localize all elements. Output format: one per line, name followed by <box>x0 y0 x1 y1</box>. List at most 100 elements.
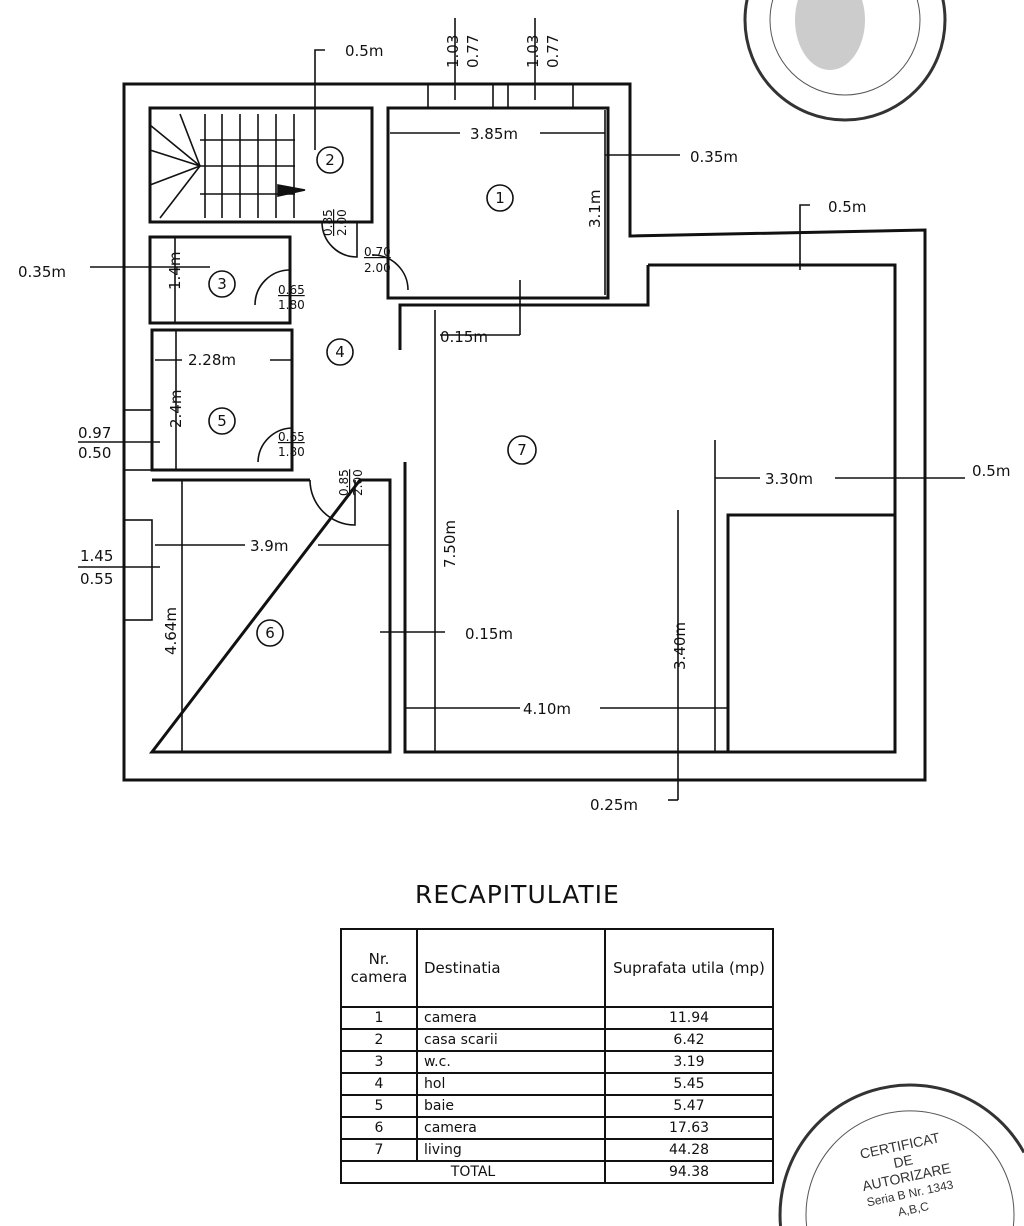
total-value: 94.38 <box>604 1160 774 1184</box>
dim-label: 0.65 <box>278 283 305 297</box>
room-number: 3 <box>217 275 227 293</box>
dim-label: 4.64m <box>162 607 180 655</box>
doors <box>254 221 409 526</box>
cell-dest: w.c. <box>416 1050 606 1074</box>
room5-walls <box>150 328 294 472</box>
cell-dest: casa scarii <box>416 1028 606 1052</box>
room-number: 2 <box>325 151 335 169</box>
room7-inner-wall <box>403 263 897 754</box>
cell-dest: baie <box>416 1094 606 1118</box>
room6-walls <box>148 478 392 754</box>
bottom-stamp: CERTIFICAT DE AUTORIZARE Seria B Nr. 134… <box>778 1083 1024 1226</box>
dim-label: 0.50 <box>78 444 111 462</box>
dimension-labels: 0.5m 1.03 0.77 1.03 0.77 3.85m 0.35m 3.1… <box>18 35 1010 814</box>
room-number: 4 <box>335 343 345 361</box>
cell-dest: camera <box>416 1006 606 1030</box>
dim-label: 0.35m <box>18 263 66 281</box>
cell-area: 17.63 <box>604 1116 774 1140</box>
cell-area: 5.47 <box>604 1094 774 1118</box>
outer-wall <box>122 82 927 782</box>
room-markers: 1 2 3 4 5 6 7 <box>208 146 537 647</box>
dim-label: 1.03 <box>444 35 462 68</box>
dim-label: 2.4m <box>167 390 185 428</box>
dim-label: 0.25m <box>590 796 638 814</box>
dim-label: 1.80 <box>278 298 305 312</box>
dim-label: 0.77 <box>544 35 562 68</box>
cell-area: 11.94 <box>604 1006 774 1030</box>
stamp-text: DE <box>892 1151 914 1171</box>
dim-label: 0.70 <box>364 245 391 259</box>
dim-label: 1.80 <box>278 445 305 459</box>
dim-label: 0.85 <box>321 209 335 236</box>
dim-label: 0.65 <box>278 430 305 444</box>
dim-label: 0.5m <box>972 462 1010 480</box>
room7-partition <box>398 265 650 350</box>
dim-label: 3.9m <box>250 537 288 555</box>
dim-label: 1.4m <box>166 252 184 290</box>
dim-label: 2.00 <box>351 469 365 496</box>
dim-label: 0.77 <box>464 35 482 68</box>
dim-label: 1.03 <box>524 35 542 68</box>
room2-walls <box>148 106 374 224</box>
dim-label: 2.28m <box>188 351 236 369</box>
dim-label: 0.15m <box>465 625 513 643</box>
cell-nr: 5 <box>340 1094 418 1118</box>
room-number: 7 <box>517 441 527 459</box>
room-number: 6 <box>265 624 275 642</box>
cell-dest: living <box>416 1138 606 1162</box>
cell-nr: 4 <box>340 1072 418 1096</box>
cell-nr: 1 <box>340 1006 418 1030</box>
dim-label: 0.97 <box>78 424 111 442</box>
cell-nr: 3 <box>340 1050 418 1074</box>
dim-label: 3.40m <box>671 622 689 670</box>
cell-area: 6.42 <box>604 1028 774 1052</box>
cell-area: 3.19 <box>604 1050 774 1074</box>
table-total-row: TOTAL 94.38 <box>340 1160 774 1184</box>
dim-label: 1.45 <box>80 547 113 565</box>
dim-label: 2.00 <box>364 261 391 275</box>
header-dest: Destinatia <box>416 928 606 1008</box>
dim-label: 7.50m <box>441 520 459 568</box>
dim-label: 3.1m <box>586 190 604 228</box>
cell-dest: hol <box>416 1072 606 1096</box>
dim-label: 2.00 <box>335 209 349 236</box>
dim-label: 3.30m <box>765 470 813 488</box>
stair-arrow-icon <box>277 184 306 197</box>
top-stamp <box>743 0 947 122</box>
room-number: 1 <box>495 189 505 207</box>
windows <box>123 83 574 621</box>
dim-label: 0.85 <box>337 469 351 496</box>
cell-area: 44.28 <box>604 1138 774 1162</box>
dim-label: 0.5m <box>345 42 383 60</box>
header-nr: Nr. camera <box>340 928 418 1008</box>
table-header: Nr. camera Destinatia Suprafata utila (m… <box>340 928 774 1008</box>
dimension-lines <box>78 18 965 801</box>
room1-walls <box>386 106 610 300</box>
cell-nr: 2 <box>340 1028 418 1052</box>
cell-area: 5.45 <box>604 1072 774 1096</box>
stamp-text: A,B,C <box>897 1199 931 1219</box>
dim-label: 0.15m <box>440 328 488 346</box>
dim-label: 4.10m <box>523 700 571 718</box>
total-label: TOTAL <box>340 1160 606 1184</box>
cell-dest: camera <box>416 1116 606 1140</box>
cell-nr: 7 <box>340 1138 418 1162</box>
room3-walls <box>148 235 292 325</box>
recap-title: RECAPITULATIE <box>415 880 620 909</box>
dim-label: 0.55 <box>80 570 113 588</box>
staircase <box>149 113 306 219</box>
dim-label: 0.5m <box>828 198 866 216</box>
recap-table: Nr. camera Destinatia Suprafata utila (m… <box>340 928 774 1184</box>
cell-nr: 6 <box>340 1116 418 1140</box>
dim-label: 3.85m <box>470 125 518 143</box>
dim-label: 0.35m <box>690 148 738 166</box>
